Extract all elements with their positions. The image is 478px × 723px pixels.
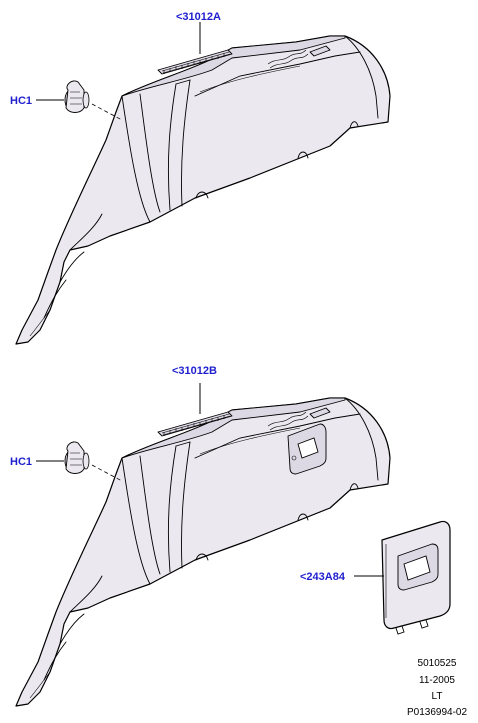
callout-243a84[interactable]: <243A84 bbox=[300, 571, 346, 583]
clip-hc1-top bbox=[64, 80, 90, 113]
callout-hc1-top[interactable]: HC1 bbox=[10, 95, 32, 107]
callout-hc1-bottom[interactable]: HC1 bbox=[10, 456, 32, 468]
reference-number: 5010525 bbox=[418, 658, 457, 669]
cover-243a84 bbox=[381, 520, 451, 635]
clip-hc1-bottom bbox=[64, 441, 90, 474]
reference-code: LT bbox=[432, 691, 443, 702]
trim-panel-31012b bbox=[15, 397, 391, 707]
illustration-number: P0136994-02 bbox=[407, 707, 467, 718]
clip-insertion-line-bottom bbox=[91, 464, 123, 482]
callout-31012b[interactable]: <31012B bbox=[172, 365, 217, 377]
clip-insertion-line-top bbox=[91, 103, 123, 121]
reference-date: 11-2005 bbox=[419, 675, 455, 686]
callout-31012a[interactable]: <31012A bbox=[176, 11, 221, 23]
drawing-reference-block: 5010525 11-2005 LT P0136994-02 bbox=[407, 658, 467, 718]
